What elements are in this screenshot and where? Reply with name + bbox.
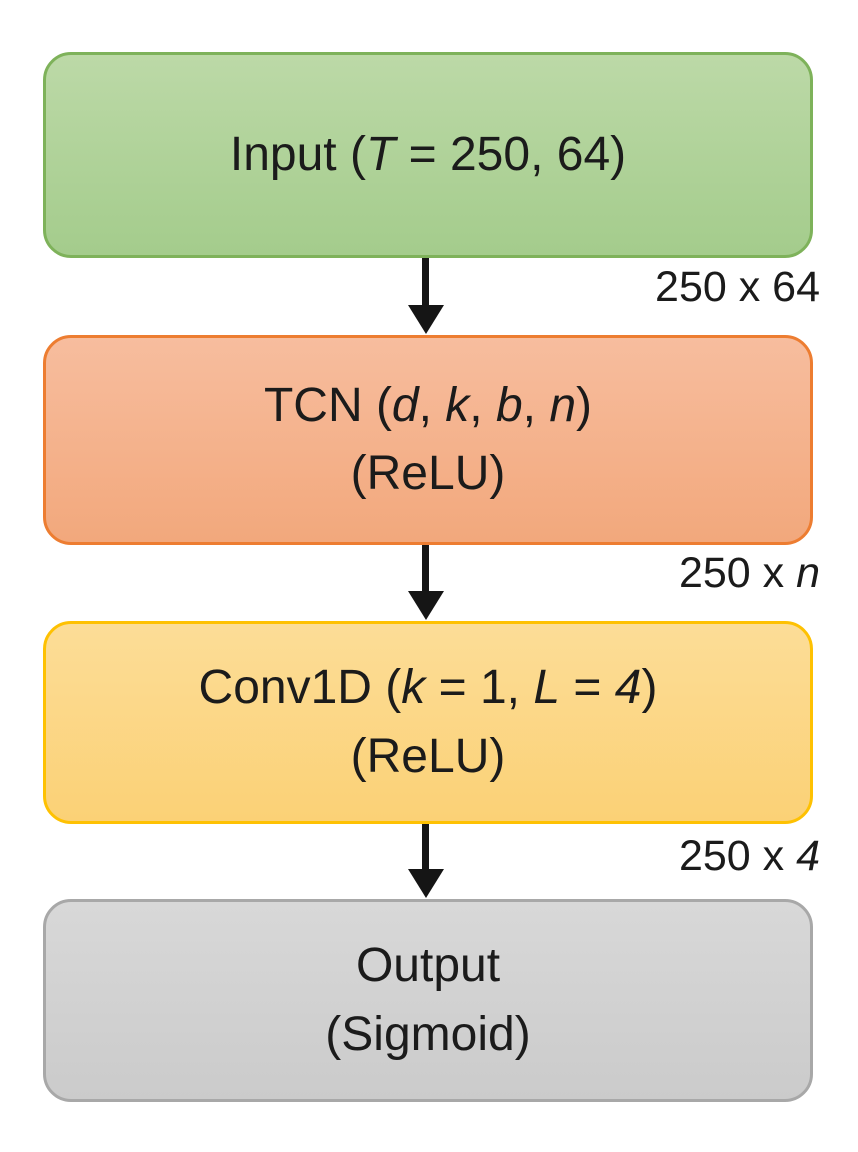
node-output-label: Output (355, 939, 501, 993)
dimension-label-conv1d-to-output: 250 x 4 (678, 832, 820, 880)
dimension-label-tcn-to-conv1d: 250 x n (678, 549, 820, 597)
node-tcn-activation-label: (ReLU) (350, 447, 506, 500)
node-output: Output (Sigmoid) (43, 899, 813, 1102)
arrow-input-to-tcn (422, 258, 429, 305)
arrow-conv1d-to-output (422, 824, 429, 869)
node-output-activation-label: (Sigmoid) (325, 1007, 531, 1061)
node-tcn: TCN (d, k, b, n) (ReLU) (43, 335, 813, 545)
node-input: Input (T = 250, 64) (43, 52, 813, 258)
node-tcn-label: TCN (d, k, b, n) (263, 378, 593, 432)
dimension-label-input-to-tcn: 250 x 64 (655, 263, 820, 311)
node-conv1d-label: Conv1D (k = 1, L = 4) (198, 661, 658, 715)
node-conv1d-activation-label: (ReLU) (350, 729, 506, 783)
node-conv1d: Conv1D (k = 1, L = 4) (ReLU) (43, 621, 813, 824)
node-input-label: Input (T = 250, 64) (229, 127, 627, 181)
arrow-tcn-to-conv1d (422, 545, 429, 591)
